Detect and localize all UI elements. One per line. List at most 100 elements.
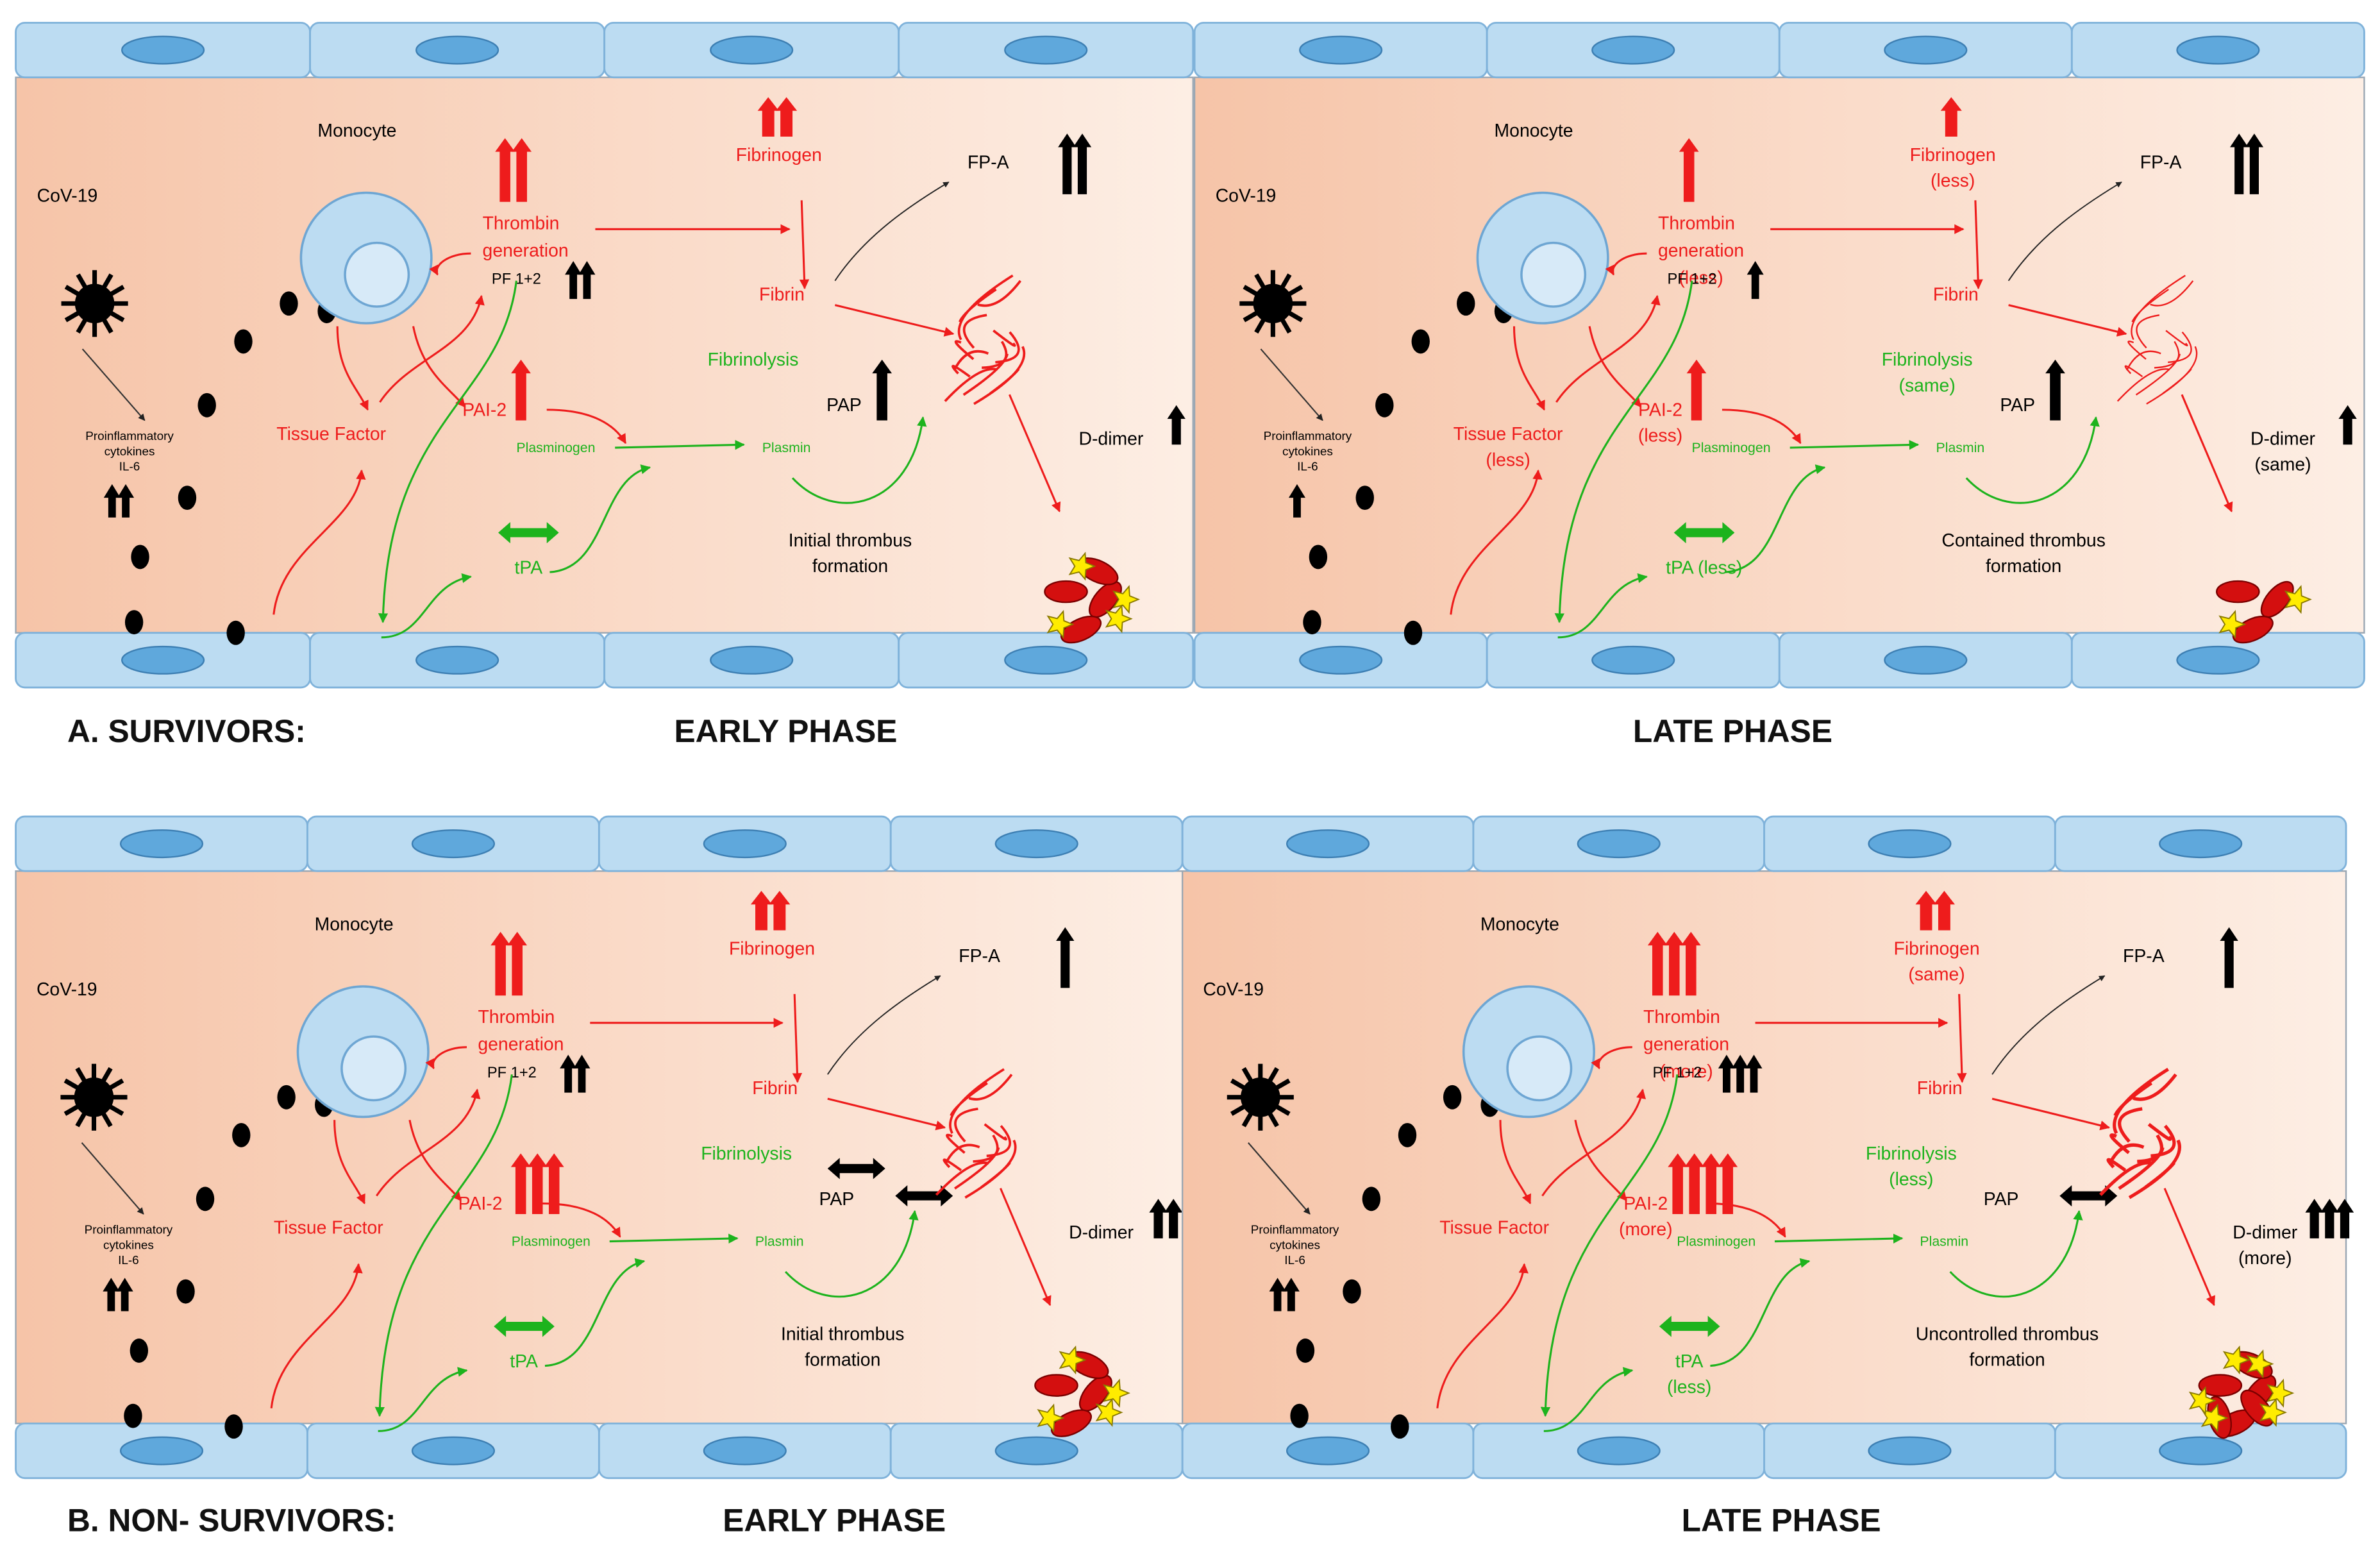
vessel-wall-top bbox=[15, 815, 1184, 872]
virus-particle bbox=[234, 329, 253, 354]
fibrinogen-up-arrows bbox=[1940, 97, 1962, 137]
fibrin-strand bbox=[2162, 368, 2192, 394]
pap-label: PAP bbox=[2000, 395, 2035, 416]
fibrin-strand bbox=[2136, 314, 2160, 349]
cytokines-label-3: IL-6 bbox=[119, 460, 140, 474]
platelet bbox=[1059, 1345, 1087, 1375]
thrombus-label-2: formation bbox=[805, 1350, 880, 1371]
virus-spike bbox=[1280, 273, 1292, 289]
fibrinogen-up-arrows bbox=[757, 97, 798, 137]
fibrinogen-to-fibrin-arrow bbox=[799, 200, 810, 290]
thrombus-cluster bbox=[2216, 580, 2312, 644]
monocyte-nucleus bbox=[1520, 241, 1587, 308]
fibrinogen-to-fpa-arrow bbox=[826, 975, 941, 1075]
endothelial-nucleus bbox=[121, 35, 205, 65]
vessel-wall-top bbox=[1181, 815, 2347, 872]
fibrin-strand bbox=[968, 1074, 1013, 1101]
cov-label: CoV-19 bbox=[37, 979, 97, 1000]
tpa-to-plasmin-arrow bbox=[1725, 464, 1826, 573]
virus-spike bbox=[1275, 1078, 1291, 1090]
plasminogen-to-plasmin-arrow bbox=[609, 1233, 739, 1244]
virus-to-cytokines-arrow bbox=[81, 348, 146, 421]
virus-particle bbox=[1443, 1085, 1462, 1110]
virus-spike bbox=[109, 310, 125, 323]
pai2-up-arrows-mark bbox=[1686, 359, 1707, 421]
virus-spike bbox=[1230, 1078, 1246, 1090]
ddimer-label-1: D-dimer bbox=[1069, 1222, 1134, 1243]
fibrinogen-to-fibrin-arrow bbox=[1957, 993, 1967, 1083]
red-blood-cell bbox=[1044, 580, 1088, 604]
tf-to-thrombin-arrow bbox=[376, 1088, 481, 1197]
fibrin-mesh bbox=[2099, 1067, 2181, 1199]
ddimer-up-arrows-mark bbox=[1167, 405, 1186, 445]
fibrinogen-to-fibrin-arrow bbox=[1973, 200, 1983, 290]
plasminogen-label: Plasminogen bbox=[512, 1234, 591, 1249]
fibrin-strand bbox=[984, 1123, 1007, 1141]
fibrinogen-label-1: Fibrinogen bbox=[1910, 145, 1996, 165]
endothelial-nucleus bbox=[1004, 645, 1088, 675]
thrombin-to-endothelium-arrow bbox=[1554, 280, 1693, 623]
ddimer-up-arrows bbox=[2338, 405, 2357, 445]
plasminogen-label: Plasminogen bbox=[516, 440, 595, 455]
fibrin-clot-to-thrombus-arrow bbox=[2181, 394, 2233, 512]
platelet bbox=[1105, 604, 1133, 634]
thrombin-label-1: Thrombin bbox=[483, 213, 560, 233]
tpa-label-1: tPA bbox=[510, 1351, 538, 1372]
monocyte-to-tf-arrow bbox=[1513, 326, 1545, 411]
thrombus-cluster bbox=[1044, 552, 1141, 644]
pap-double-arrow bbox=[2059, 1185, 2118, 1207]
endothelial-nucleus bbox=[2159, 1436, 2243, 1465]
fibrin-strand bbox=[943, 1158, 962, 1172]
tpa-double-arrow bbox=[498, 521, 559, 544]
endothelial-nucleus bbox=[710, 35, 794, 65]
thrombin-up-arrows bbox=[495, 138, 532, 202]
endothelial-nucleus bbox=[1299, 35, 1383, 65]
cytokines-up-arrows-mark bbox=[1288, 484, 1305, 518]
endothelial-nucleus bbox=[1577, 1436, 1661, 1465]
tpa-double-arrow bbox=[1659, 1315, 1720, 1337]
panel-b-late: CoV-19ProinflammatorycytokinesIL-6Monocy… bbox=[1181, 815, 2354, 1480]
endothelial-nucleus bbox=[1286, 829, 1370, 859]
fibrin-strand bbox=[980, 1161, 1011, 1188]
caption-b-title: B. NON- SURVIVORS: bbox=[67, 1503, 396, 1539]
platelet bbox=[2284, 585, 2312, 614]
fibrin-strand bbox=[977, 280, 1022, 307]
endothelium-to-tpa-arrow bbox=[1557, 573, 1648, 639]
pap-label: PAP bbox=[1984, 1189, 2019, 1210]
tissue-factor-label-1: Tissue Factor bbox=[276, 424, 386, 444]
virus-icon bbox=[60, 1063, 128, 1131]
plasmin-label: Plasmin bbox=[1920, 1234, 1968, 1249]
endothelial-nucleus bbox=[703, 1436, 787, 1465]
virus-particle bbox=[1303, 610, 1321, 635]
virus-particle bbox=[196, 1187, 215, 1212]
fpa-up-arrows-mark bbox=[2230, 133, 2249, 194]
platelet bbox=[2218, 609, 2247, 639]
fibrin-strand bbox=[953, 350, 989, 371]
panel-b-early: CoV-19ProinflammatorycytokinesIL-6Monocy… bbox=[15, 815, 1184, 1480]
monocyte-to-pai-arrow bbox=[1588, 326, 1642, 408]
tf-to-thrombin-arrow bbox=[1541, 1088, 1647, 1197]
virus-spike bbox=[1267, 1111, 1279, 1127]
fibrin-clot-to-thrombus-arrow bbox=[1000, 1188, 1052, 1306]
fibrin-strand bbox=[2131, 289, 2169, 323]
plasminogen-to-plasmin-arrow bbox=[615, 439, 745, 450]
monocyte-cell bbox=[1476, 191, 1609, 325]
fibrin-strand bbox=[986, 1125, 1012, 1158]
virus-particle bbox=[232, 1122, 251, 1147]
panel-a-early: CoV-19ProinflammatorycytokinesIL-6Monocy… bbox=[15, 22, 1194, 689]
fibrin-strand bbox=[958, 288, 997, 323]
fibrin-to-clot-arrow bbox=[834, 304, 955, 337]
virus-spike bbox=[108, 1104, 124, 1116]
cytokines-label-1: Proinflammatory bbox=[1251, 1224, 1339, 1237]
virus-particle bbox=[1391, 1414, 1409, 1439]
fibrin-strand bbox=[2144, 1161, 2176, 1189]
ddimer-label-2: (same) bbox=[2254, 455, 2311, 475]
pf-up-arrows-mark bbox=[565, 260, 582, 300]
thrombus-label-2: formation bbox=[1986, 556, 2061, 577]
cytokines-up-arrows-mark bbox=[117, 484, 135, 518]
fibrin-strand bbox=[2168, 332, 2192, 364]
pf-up-arrows-mark bbox=[1747, 260, 1764, 300]
fibrin-strand bbox=[946, 1133, 966, 1154]
fibrin-strand bbox=[2133, 1073, 2177, 1101]
